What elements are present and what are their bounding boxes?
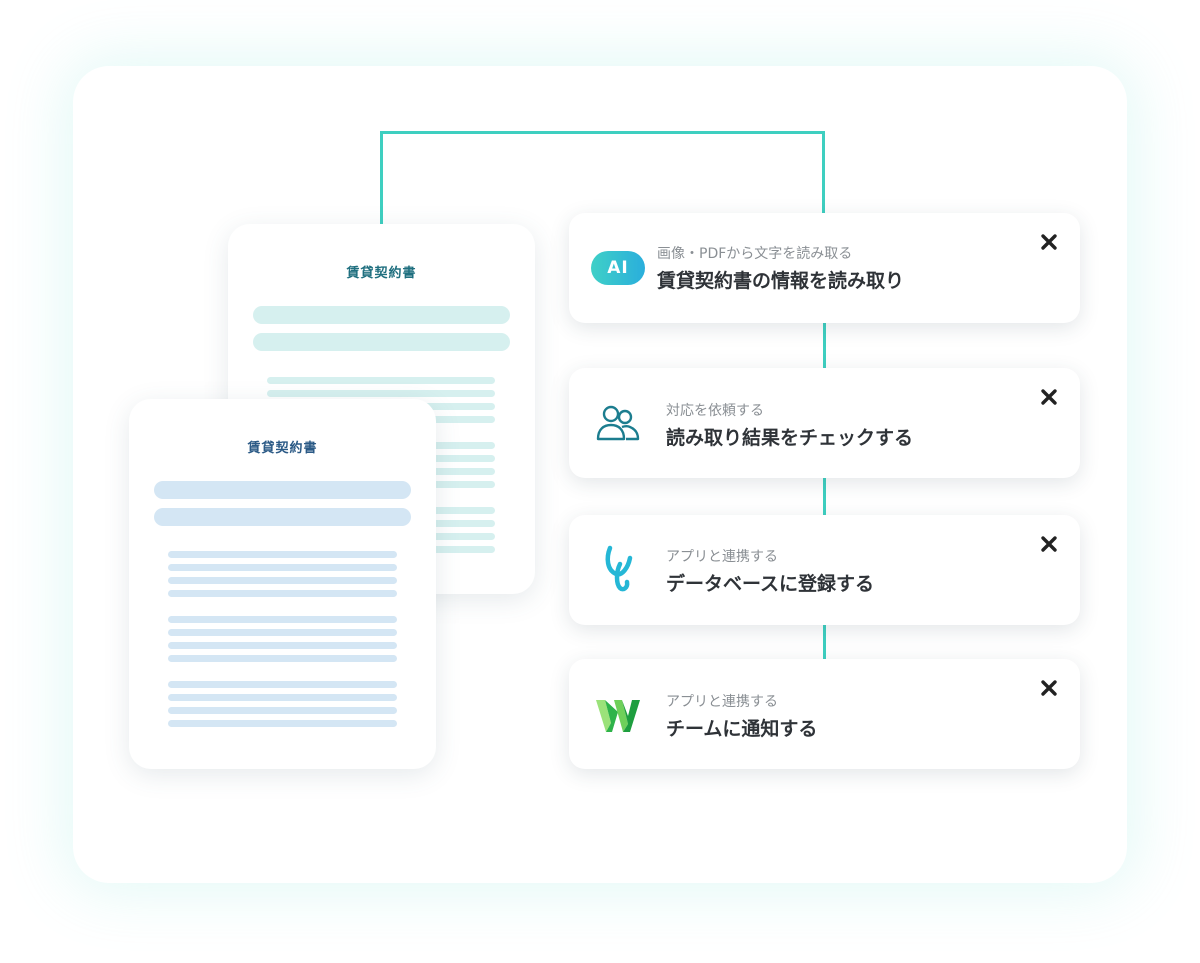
document-front-text-line xyxy=(168,707,397,714)
step-subtitle: 対応を依頼する xyxy=(666,403,764,419)
close-icon[interactable] xyxy=(1038,533,1060,555)
close-icon[interactable] xyxy=(1038,677,1060,699)
connector-top-left-vertical xyxy=(380,131,383,224)
document-front-text-line xyxy=(168,551,397,558)
step-card-database[interactable]: アプリと連携する データベースに登録する xyxy=(569,515,1080,625)
step-card-notify[interactable]: アプリと連携する チームに通知する xyxy=(569,659,1080,769)
document-front-text-line xyxy=(168,564,397,571)
document-front-text-line xyxy=(168,590,397,597)
app-logo-icon-graphic xyxy=(605,545,633,592)
document-back-title: 賃貸契約書 xyxy=(346,266,417,281)
document-front-text-line xyxy=(168,642,397,649)
connector-top-right-vertical xyxy=(822,131,825,214)
document-back-text-line xyxy=(267,377,495,384)
close-icon[interactable] xyxy=(1038,386,1060,408)
users-icon-graphic xyxy=(596,405,640,441)
connector-top-horizontal xyxy=(380,131,825,134)
document-front-text-line xyxy=(168,720,397,727)
document-front-field xyxy=(154,481,411,499)
connector-step-3-4 xyxy=(823,624,826,660)
step-title: データベースに登録する xyxy=(666,573,875,595)
document-back-field xyxy=(253,333,510,351)
users-icon xyxy=(589,400,647,446)
document-front-field xyxy=(154,508,411,526)
connector-step-1-2 xyxy=(823,322,826,370)
ai-icon: AI xyxy=(589,245,647,291)
document-back-field xyxy=(253,306,510,324)
close-icon[interactable] xyxy=(1038,231,1060,253)
step-title: 賃貸契約書の情報を読み取り xyxy=(657,270,905,292)
w-logo-icon xyxy=(589,693,647,739)
document-front-text-line xyxy=(168,577,397,584)
document-front: 賃貸契約書 xyxy=(129,399,436,769)
step-title: チームに通知する xyxy=(666,718,818,740)
step-title: 読み取り結果をチェックする xyxy=(666,427,914,449)
document-front-text-line xyxy=(168,655,397,662)
w-logo-icon-graphic xyxy=(596,700,640,732)
document-front-title: 賃貸契約書 xyxy=(247,441,318,456)
document-front-text-line xyxy=(168,681,397,688)
connector-step-2-3 xyxy=(823,477,826,517)
step-card-review[interactable]: 対応を依頼する 読み取り結果をチェックする xyxy=(569,368,1080,478)
step-card-ocr[interactable]: AI 画像・PDFから文字を読み取る 賃貸契約書の情報を読み取り xyxy=(569,213,1080,323)
document-front-text-line xyxy=(168,616,397,623)
step-subtitle: アプリと連携する xyxy=(666,694,778,710)
app-logo-icon xyxy=(589,545,647,592)
document-front-text-line xyxy=(168,629,397,636)
ai-badge: AI xyxy=(591,251,645,285)
step-subtitle: 画像・PDFから文字を読み取る xyxy=(657,246,853,262)
document-front-text-line xyxy=(168,694,397,701)
step-subtitle: アプリと連携する xyxy=(666,549,778,565)
document-back-text-line xyxy=(267,390,495,397)
